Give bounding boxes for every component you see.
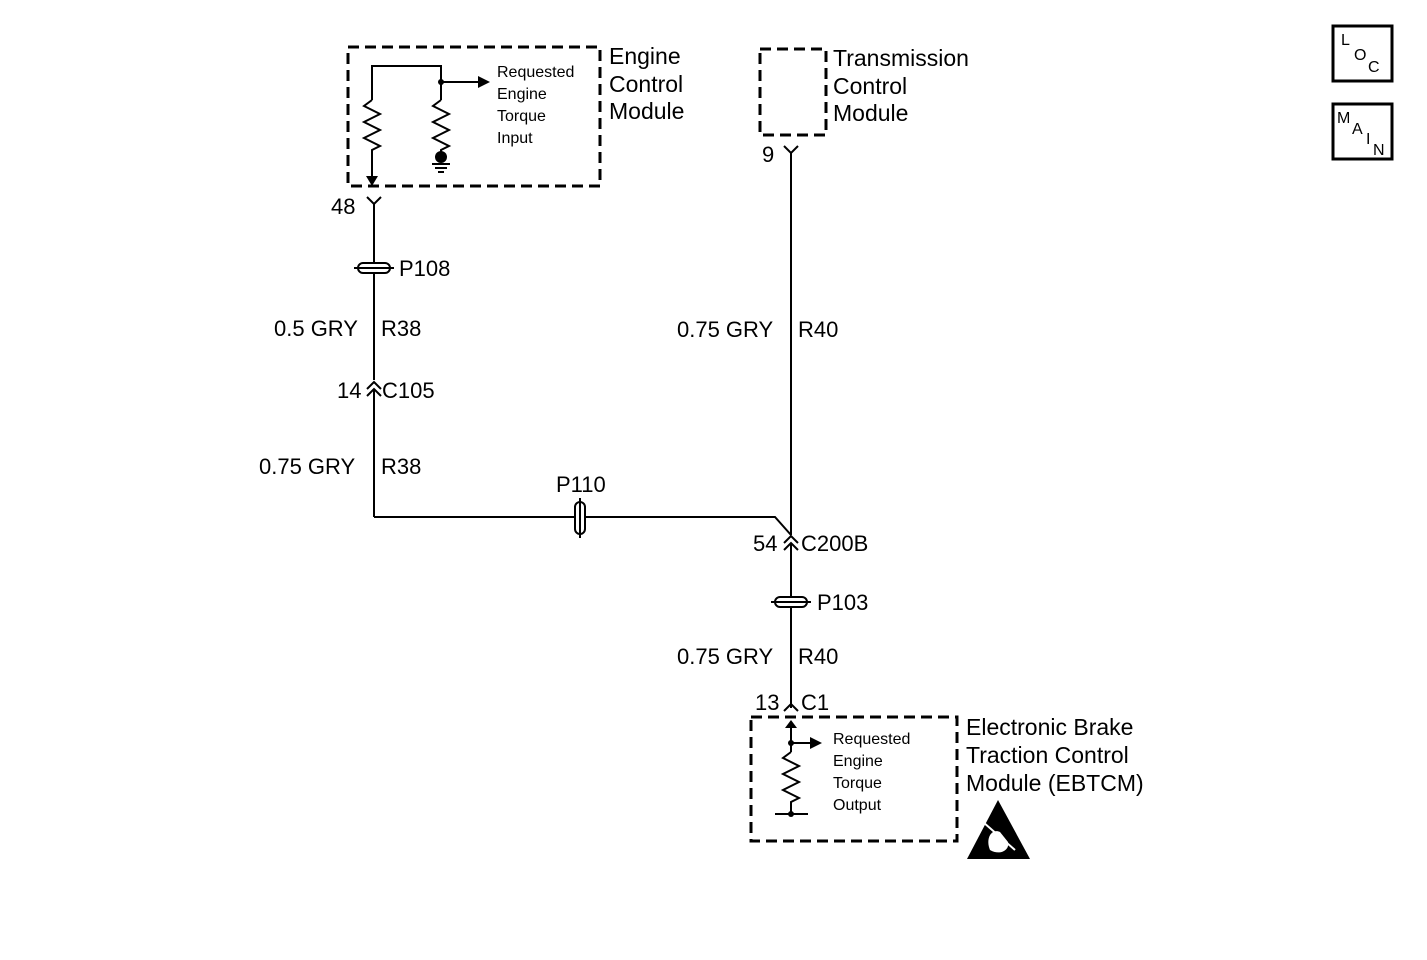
- ecm-label-line3: Module: [609, 98, 684, 124]
- main-letter-3: I: [1366, 131, 1370, 148]
- ebtcm-label-line3: Module (EBTCM): [966, 770, 1144, 796]
- main-letter-4: N: [1373, 142, 1385, 159]
- connector-lower-icon: [783, 541, 799, 551]
- wire-tcm-c200b-gauge-color: 0.75 GRY: [677, 317, 774, 342]
- ebtcm-output-line3: Torque: [833, 775, 882, 792]
- splice-p108-label: P108: [399, 256, 450, 281]
- main-button[interactable]: M A I N: [1331, 102, 1394, 161]
- connector-upper-icon: [366, 380, 382, 390]
- ecm-dashed-box: [346, 45, 602, 188]
- connector-c105: 14 C105: [337, 378, 435, 403]
- connector-c1: 13 C1: [755, 690, 829, 715]
- arrow-right-icon: [478, 76, 490, 88]
- pin-terminal-icon: [366, 196, 382, 206]
- ecm-input-line2: Engine: [497, 86, 547, 103]
- loc-button-frame[interactable]: [1331, 24, 1394, 83]
- c1-pin-number: 13: [755, 690, 779, 715]
- esd-warning-icon: [967, 800, 1030, 859]
- main-letter-1: M: [1337, 110, 1350, 127]
- ecm-pin-number: 48: [331, 194, 355, 219]
- connector-lower-icon: [366, 387, 382, 397]
- c200b-pin-number: 54: [753, 531, 777, 556]
- ecm-label-line1: Engine: [609, 43, 681, 69]
- ecm-pin-connector: 48: [331, 194, 382, 219]
- tcm-pin-connector: 9: [762, 142, 799, 167]
- pin-terminal-icon: [783, 145, 799, 155]
- ecm-input-line1: Requested: [497, 64, 574, 81]
- c105-pin-number: 14: [337, 378, 361, 403]
- engine-control-module: Engine Control Module Requested Engine T…: [346, 43, 684, 188]
- splice-p110-label: P110: [556, 472, 606, 497]
- wire-c105-p110-gauge-color: 0.75 GRY: [259, 454, 356, 479]
- ebtcm-module: Electronic Brake Traction Control Module…: [749, 714, 1144, 843]
- wire-c200b-ebtcm-circuit: R40: [798, 644, 838, 669]
- loc-letter-3: C: [1368, 59, 1380, 76]
- main-letter-2: A: [1352, 121, 1363, 138]
- tcm-dashed-box: [758, 47, 828, 137]
- ebtcm-label-line2: Traction Control: [966, 742, 1129, 768]
- tcm-pin-number: 9: [762, 142, 774, 167]
- main-button-frame[interactable]: [1331, 102, 1394, 161]
- c105-label: C105: [382, 378, 435, 403]
- ground-symbol-icon: [432, 163, 450, 173]
- c1-label: C1: [801, 690, 829, 715]
- ecm-label-line2: Control: [609, 71, 683, 97]
- pulldown-resistor-icon: [430, 99, 452, 153]
- pullup-resistor-icon: [361, 99, 383, 183]
- ecm-input-line4: Input: [497, 130, 533, 147]
- wire-c105-p110-circuit: R38: [381, 454, 421, 479]
- ebtcm-dashed-box: [749, 715, 959, 843]
- loc-letter-1: L: [1341, 32, 1350, 49]
- splice-p108: P108: [354, 256, 450, 281]
- transmission-control-module: Transmission Control Module: [758, 45, 969, 137]
- arrow-right-icon: [810, 737, 822, 749]
- connector-upper-icon: [783, 534, 799, 544]
- loc-letter-2: O: [1354, 47, 1366, 64]
- connector-terminal-icon: [783, 702, 799, 712]
- loc-button[interactable]: L O C: [1331, 24, 1394, 83]
- ebtcm-output-line1: Requested: [833, 731, 910, 748]
- wire-r38-horizontal: [374, 516, 792, 536]
- ecm-internal-bus: [371, 65, 442, 100]
- ground-node-icon: [435, 151, 447, 163]
- wire-ecm-c105-gauge-color: 0.5 GRY: [274, 316, 358, 341]
- arrow-down-icon: [366, 176, 378, 186]
- splice-p103: P103: [771, 590, 868, 615]
- ebtcm-output-line2: Engine: [833, 753, 883, 770]
- ecm-input-line3: Torque: [497, 108, 546, 125]
- splice-p103-label: P103: [817, 590, 868, 615]
- arrow-up-icon: [785, 720, 797, 728]
- wire-tcm-c200b-circuit: R40: [798, 317, 838, 342]
- tcm-label-line1: Transmission: [833, 45, 969, 71]
- tcm-label-line2: Control: [833, 73, 907, 99]
- c200b-label: C200B: [801, 531, 868, 556]
- wire-ecm-c105-circuit: R38: [381, 316, 421, 341]
- wire-c200b-ebtcm-gauge-color: 0.75 GRY: [677, 644, 774, 669]
- ebtcm-label-line1: Electronic Brake: [966, 714, 1133, 740]
- connector-c200b: 54 C200B: [753, 531, 868, 556]
- ebtcm-output-line4: Output: [833, 797, 882, 814]
- resistor-icon: [780, 751, 802, 814]
- splice-p110: P110: [556, 472, 606, 538]
- tcm-label-line3: Module: [833, 100, 908, 126]
